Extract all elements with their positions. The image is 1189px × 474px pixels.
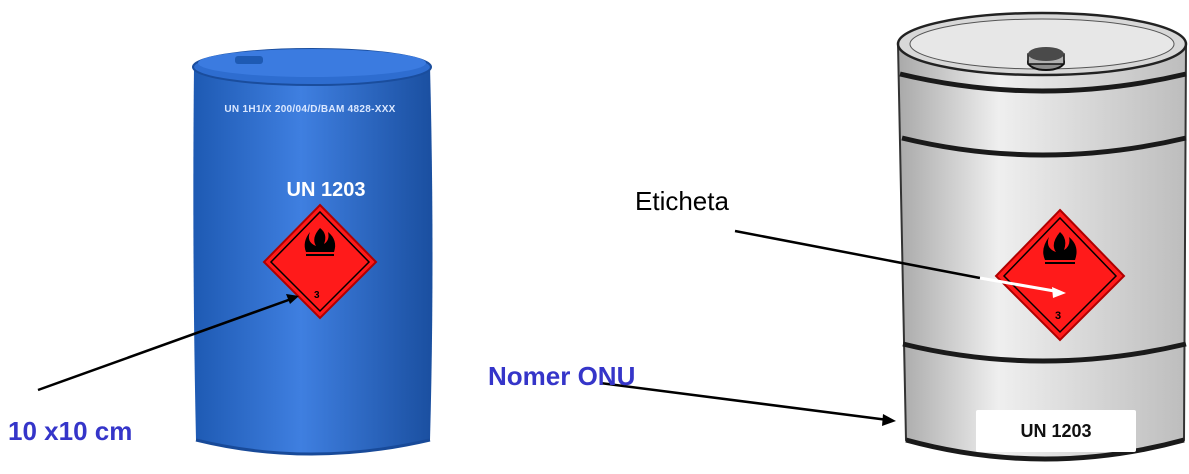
arrow-label xyxy=(734,229,1066,298)
arrow-un-number xyxy=(599,381,896,426)
drum-code-marking: UN 1H1/X 200/04/D/BAM 4828-XXX xyxy=(224,104,396,115)
un-number-label: Nomer ONU xyxy=(488,361,636,391)
arrow-size xyxy=(37,294,299,392)
un-plate-steel-drum: UN 1203 xyxy=(976,410,1136,452)
size-label: 10 x10 cm xyxy=(8,416,133,446)
hazard-class-steel-overlay: 3 xyxy=(1055,310,1062,322)
un-number-blue-drum: UN 1203 xyxy=(286,179,366,201)
hazard-class-blue-overlay: 3 xyxy=(314,290,320,301)
label-caption: Eticheta xyxy=(635,186,729,216)
hazard-diamond-icon xyxy=(262,203,378,320)
hazard-diamond-steel-icon xyxy=(994,208,1126,342)
